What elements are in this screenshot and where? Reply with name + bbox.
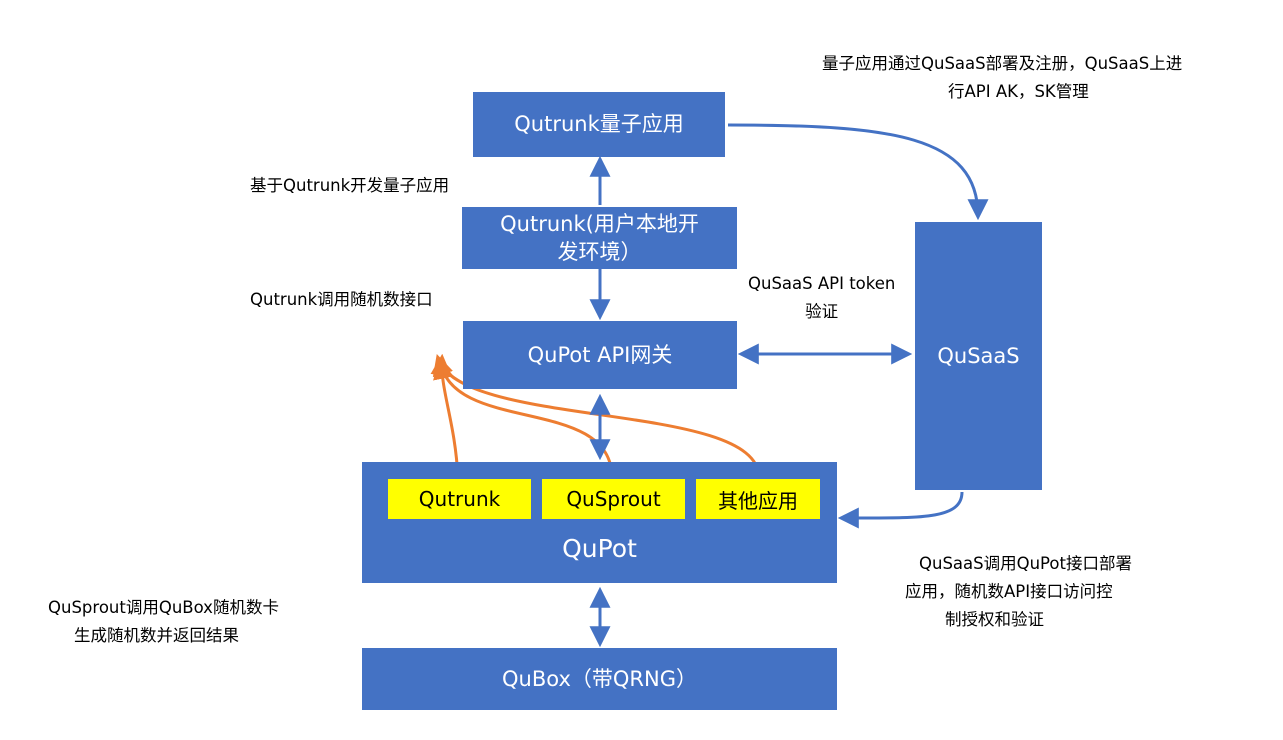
note-token-line2: 验证 bbox=[805, 302, 839, 321]
box-qusaas: QuSaaS bbox=[915, 222, 1042, 490]
note-develop: 基于Qutrunk开发量子应用 bbox=[250, 172, 449, 200]
note-deploy-line3: 制授权和验证 bbox=[945, 610, 1044, 629]
note-qubox-line1: QuSprout调用QuBox随机数卡 bbox=[48, 598, 279, 617]
note-qubox: QuSprout调用QuBox随机数卡 生成随机数并返回结果 bbox=[48, 594, 279, 650]
box-qutrunk-env: Qutrunk(用户本地开 发环境） bbox=[462, 207, 737, 269]
module-qusprout: QuSprout bbox=[541, 478, 686, 520]
module-qusprout-label: QuSprout bbox=[566, 487, 661, 511]
box-qusaas-label: QuSaaS bbox=[937, 343, 1020, 368]
note-deploy-line1: QuSaaS调用QuPot接口部署 bbox=[919, 554, 1132, 573]
module-qutrunk-label: Qutrunk bbox=[418, 487, 501, 511]
arrow-qusaas-to-qupot bbox=[837, 491, 964, 529]
note-register: 量子应用通过QuSaaS部署及注册，QuSaaS上进 行API AK，SK管理 bbox=[822, 50, 1182, 106]
note-develop-text: 基于Qutrunk开发量子应用 bbox=[250, 176, 450, 195]
module-other-apps: 其他应用 bbox=[695, 478, 821, 520]
note-call-random-text: Qutrunk调用随机数接口 bbox=[250, 290, 433, 309]
module-other-apps-label: 其他应用 bbox=[718, 488, 798, 513]
note-register-line2: 行API AK，SK管理 bbox=[948, 82, 1089, 101]
box-qupot-gateway: QuPot API网关 bbox=[463, 321, 737, 389]
box-qutrunk-env-line2: 发环境） bbox=[557, 240, 642, 264]
box-qubox: QuBox（带QRNG） bbox=[362, 648, 837, 710]
note-call-random: Qutrunk调用随机数接口 bbox=[250, 286, 433, 314]
note-deploy-line2: 应用，随机数API接口访问控 bbox=[905, 582, 1113, 601]
box-qutrunk-env-line1: Qutrunk(用户本地开 bbox=[500, 211, 699, 236]
box-qutrunk-app-label: Qutrunk量子应用 bbox=[514, 112, 684, 137]
box-qutrunk-app: Qutrunk量子应用 bbox=[473, 92, 725, 157]
box-qupot-label: QuPot bbox=[562, 534, 637, 563]
note-deploy: QuSaaS调用QuPot接口部署 应用，随机数API接口访问控 制授权和验证 bbox=[905, 550, 1132, 634]
box-qubox-label: QuBox（带QRNG） bbox=[502, 666, 697, 691]
box-qupot-gateway-label: QuPot API网关 bbox=[527, 342, 673, 367]
note-token: QuSaaS API token 验证 bbox=[748, 270, 895, 326]
note-qubox-line2: 生成随机数并返回结果 bbox=[74, 626, 239, 645]
note-token-line1: QuSaaS API token bbox=[748, 274, 896, 293]
module-qutrunk: Qutrunk bbox=[387, 478, 532, 520]
arrow-app-to-qusaas bbox=[727, 123, 989, 221]
note-register-line1: 量子应用通过QuSaaS部署及注册，QuSaaS上进 bbox=[822, 54, 1183, 73]
